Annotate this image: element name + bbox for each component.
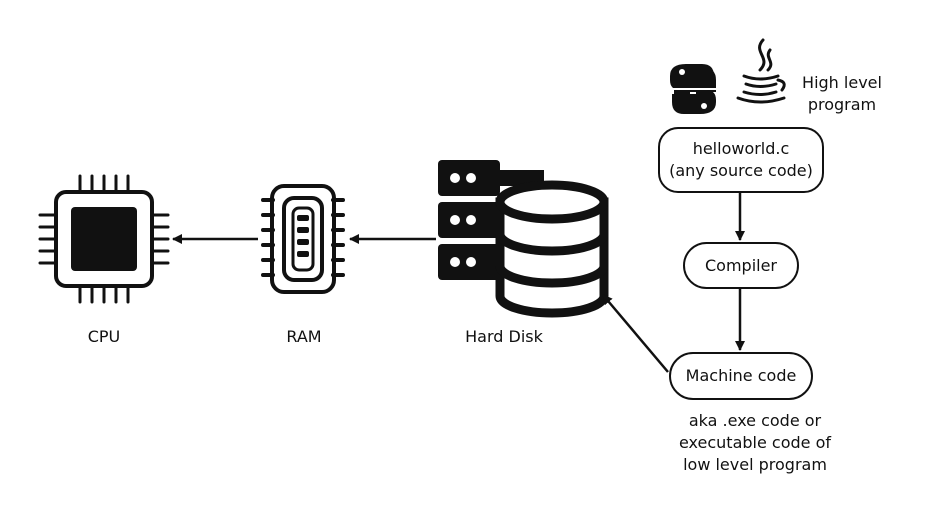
cpu-icon: [38, 174, 170, 304]
java-logo-icon: [736, 38, 786, 104]
python-logo-icon: [670, 64, 716, 114]
exe-note-label: aka .exe code or executable code of low …: [678, 411, 832, 474]
ram-label: RAM: [286, 327, 322, 346]
high-level-program-label: High level program: [802, 73, 882, 114]
ram-icon: [261, 184, 345, 294]
hard-disk-icon: [438, 160, 609, 318]
source-code-box: helloworld.c (any source code): [658, 127, 824, 193]
hard-disk-label: Hard Disk: [465, 327, 543, 346]
arrow-machine-to-disk: [602, 294, 669, 373]
compiler-box: Compiler: [683, 242, 799, 289]
cpu-label: CPU: [87, 327, 121, 346]
machine-code-box: Machine code: [669, 352, 813, 400]
